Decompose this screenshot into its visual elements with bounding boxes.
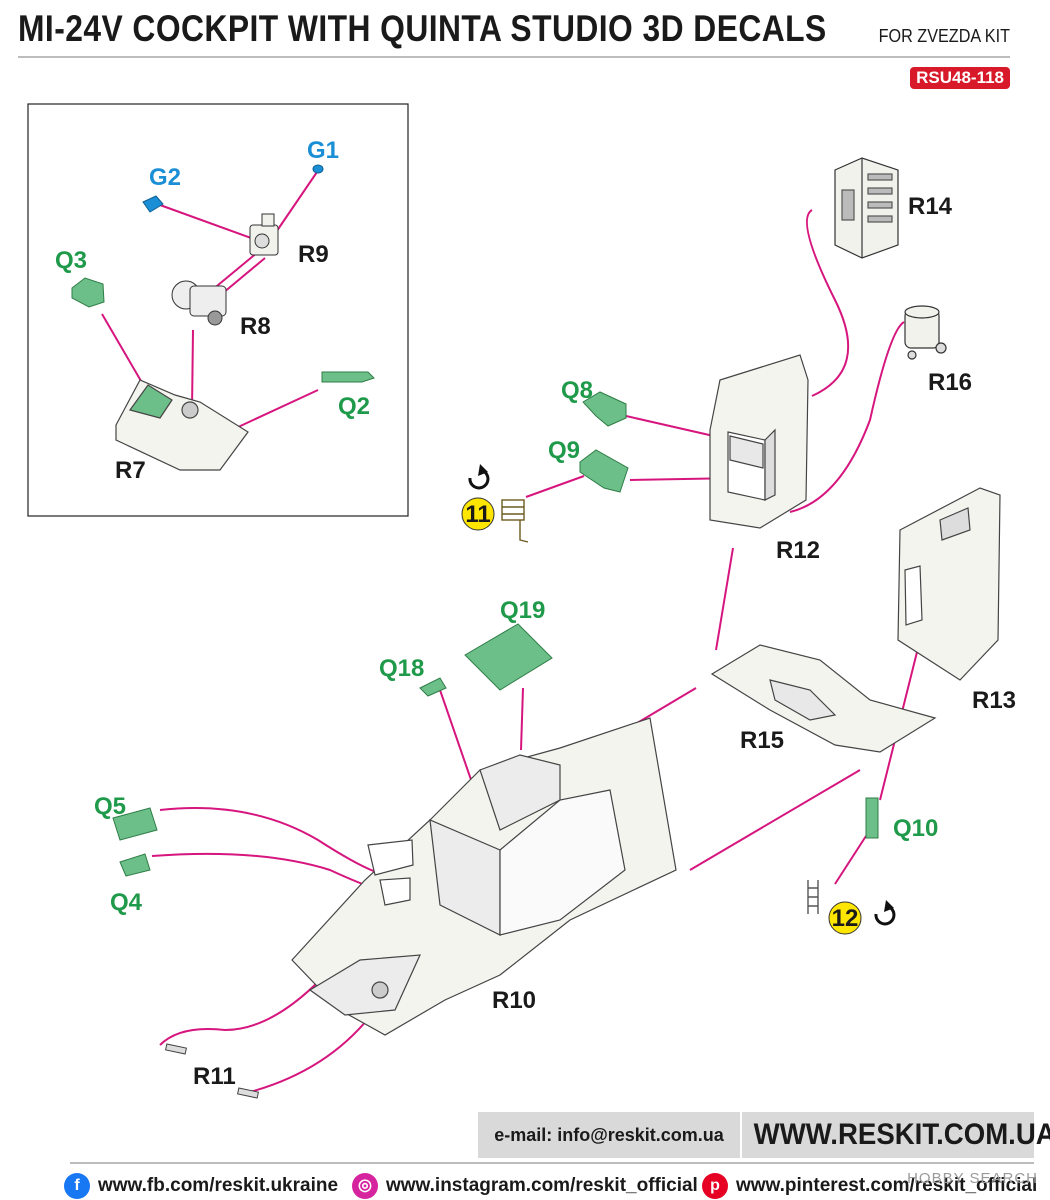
label-Q4: Q4 bbox=[110, 889, 143, 916]
part-R16 bbox=[904, 305, 947, 360]
label-G2: G2 bbox=[149, 164, 181, 191]
part-R8 bbox=[171, 280, 227, 326]
footer-divider bbox=[70, 1162, 1034, 1164]
rotate-arrowhead-icon bbox=[478, 464, 488, 476]
label-R12: R12 bbox=[776, 537, 820, 564]
part-R11 bbox=[165, 1043, 259, 1099]
step-11-label: 11 bbox=[465, 501, 490, 528]
rotate-arrowhead-icon bbox=[884, 900, 894, 912]
footer-email[interactable]: e-mail: info@reskit.com.ua bbox=[494, 1125, 724, 1145]
part-R15 bbox=[710, 644, 937, 753]
kit-label: FOR ZVEZDA KIT bbox=[878, 26, 1010, 46]
label-R11: R11 bbox=[193, 1063, 236, 1090]
part-Q5 bbox=[112, 807, 158, 841]
page-title: MI-24V COCKPIT WITH QUINTA STUDIO 3D DEC… bbox=[18, 8, 827, 49]
pinterest-url: www.pinterest.com/reskit_official bbox=[736, 1175, 1038, 1196]
label-R8: R8 bbox=[240, 313, 271, 340]
part-Q9 bbox=[579, 449, 629, 493]
part-G1 bbox=[312, 164, 324, 174]
facebook-link[interactable]: f www.fb.com/reskit.ukraine bbox=[64, 1173, 338, 1199]
part-step11-pe bbox=[501, 499, 529, 543]
part-Q19 bbox=[464, 623, 553, 691]
instagram-url: www.instagram.com/reskit_official bbox=[386, 1175, 698, 1196]
label-Q10: Q10 bbox=[893, 815, 938, 842]
part-Q2 bbox=[321, 371, 375, 383]
label-R14: R14 bbox=[908, 193, 953, 220]
part-Q18 bbox=[419, 677, 447, 697]
inset-frame bbox=[27, 103, 409, 517]
label-Q5: Q5 bbox=[94, 793, 126, 820]
label-Q3: Q3 bbox=[55, 247, 87, 274]
part-Q3 bbox=[71, 277, 105, 308]
facebook-url: www.fb.com/reskit.ukraine bbox=[98, 1175, 339, 1196]
step-12-badge bbox=[828, 901, 862, 935]
facebook-icon: f bbox=[64, 1173, 90, 1199]
instagram-icon: ◎ bbox=[352, 1173, 378, 1199]
part-step12-pe bbox=[807, 880, 819, 914]
part-R7 bbox=[115, 379, 249, 471]
pinterest-link[interactable]: p www.pinterest.com/reskit_official bbox=[702, 1173, 1037, 1199]
pinterest-icon: p bbox=[702, 1173, 728, 1199]
label-R16: R16 bbox=[928, 369, 972, 396]
label-Q18: Q18 bbox=[379, 655, 424, 682]
label-R9: R9 bbox=[298, 241, 329, 268]
part-Q4 bbox=[119, 853, 151, 877]
product-code-badge: RSU48-118 bbox=[910, 67, 1010, 89]
footer-separator bbox=[740, 1112, 742, 1158]
label-Q19: Q19 bbox=[500, 597, 545, 624]
label-R15: R15 bbox=[740, 727, 784, 754]
label-R10: R10 bbox=[492, 987, 536, 1014]
step-11-badge bbox=[461, 497, 495, 531]
footer-contact-bar bbox=[478, 1112, 1034, 1158]
label-G1: G1 bbox=[307, 137, 339, 164]
label-R7: R7 bbox=[115, 457, 146, 484]
part-R9 bbox=[249, 213, 279, 256]
header-divider bbox=[18, 56, 1010, 58]
label-Q9: Q9 bbox=[548, 437, 580, 464]
part-G2 bbox=[142, 195, 164, 213]
step-12-label: 12 bbox=[832, 905, 859, 932]
part-R12 bbox=[709, 354, 809, 529]
part-R14 bbox=[834, 157, 899, 259]
label-Q8: Q8 bbox=[561, 377, 593, 404]
instagram-link[interactable]: ◎ www.instagram.com/reskit_official bbox=[352, 1173, 698, 1199]
footer-website-link[interactable]: WWW.RESKIT.COM.UA bbox=[753, 1118, 1050, 1151]
part-R10 bbox=[291, 717, 677, 1036]
part-Q8 bbox=[582, 391, 627, 427]
watermark: HOBBY SEARCH bbox=[907, 1170, 1038, 1187]
label-Q2: Q2 bbox=[338, 393, 370, 420]
label-R13: R13 bbox=[972, 687, 1016, 714]
part-Q10 bbox=[865, 797, 879, 839]
part-R13 bbox=[897, 487, 1001, 681]
